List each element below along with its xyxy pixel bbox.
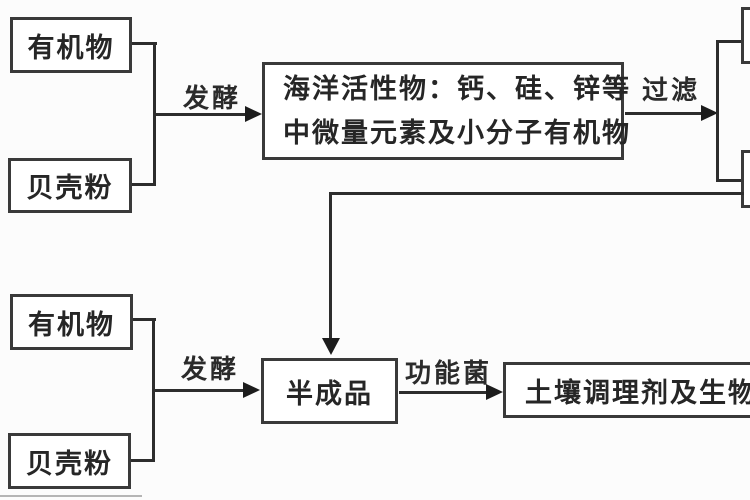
node-shell-powder-top: 贝壳粉 <box>8 158 132 213</box>
connector-line <box>153 42 156 186</box>
node-final-product: 土壤调理剂及生物肥 <box>503 362 750 418</box>
arrow-head-right-icon <box>701 105 718 121</box>
node-label-line2: 中微量元素及小分子有机物 <box>283 118 631 148</box>
edge-label-ferment-bottom: 发酵 <box>181 354 240 384</box>
split-bracket-line <box>716 40 719 182</box>
node-label-line1: 海洋活性物：钙、硅、锌等 <box>283 74 631 104</box>
connector-line <box>132 183 156 186</box>
node-organic-matter-bottom: 有机物 <box>10 294 133 350</box>
connector-line <box>132 42 157 45</box>
arrow-head-right-icon <box>486 384 503 400</box>
edge-label-functional-bacteria: 功能菌 <box>405 358 493 388</box>
arrow-shaft <box>155 389 243 392</box>
connector-line <box>133 318 156 321</box>
arrow-shaft <box>625 112 703 115</box>
node-label: 贝壳粉 <box>26 448 113 479</box>
arrow-shaft <box>156 113 246 116</box>
arrow-head-down-icon <box>322 338 340 355</box>
node-label: 贝壳粉 <box>26 173 114 203</box>
partial-box-bottom-edge <box>0 495 142 497</box>
arrow-shaft <box>399 391 487 394</box>
node-shell-powder-bottom: 贝壳粉 <box>8 433 131 489</box>
edge-label-ferment-top: 发酵 <box>183 83 242 113</box>
arrow-head-right-icon <box>243 382 260 398</box>
node-label: 土壤调理剂及生物肥 <box>525 377 750 408</box>
arrow-head-right-icon <box>245 106 262 122</box>
node-label: 有机物 <box>28 309 115 340</box>
node-partial-top-right <box>741 7 750 64</box>
split-bracket-line <box>716 40 744 43</box>
node-marine-actives: 海洋活性物：钙、硅、锌等 中微量元素及小分子有机物 <box>262 62 629 160</box>
connector-line <box>329 192 744 195</box>
node-semi-finished: 半成品 <box>261 358 398 424</box>
node-label: 有机物 <box>27 32 115 63</box>
connector-line <box>131 459 155 462</box>
node-partial-mid-right <box>741 150 750 208</box>
split-bracket-line <box>716 179 744 182</box>
connector-line <box>329 192 332 339</box>
connector-line <box>152 318 155 462</box>
node-label: 半成品 <box>286 378 373 409</box>
node-organic-matter-top: 有机物 <box>10 17 132 73</box>
edge-label-filter: 过滤 <box>642 75 701 105</box>
